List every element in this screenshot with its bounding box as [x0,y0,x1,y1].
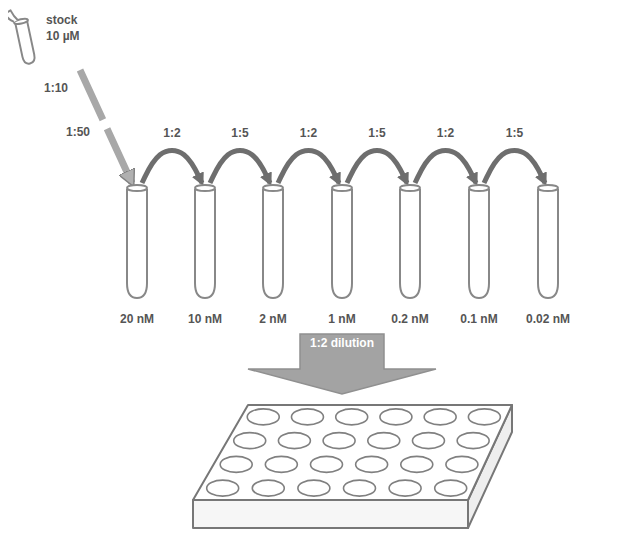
step-ratio: 1:2 [426,125,466,141]
step-ratio: 1:5 [357,125,397,141]
well [207,480,239,496]
dilution-tube: 1 nM [310,183,374,327]
dilution-arrow: 1:2 dilution [247,333,437,395]
well [234,433,266,449]
well [356,456,388,472]
dilution-tube: 0.2 nM [378,183,442,327]
dilution-step-arrow [142,150,202,183]
wells [207,409,501,496]
well [368,433,400,449]
well [247,409,279,425]
well [310,456,342,472]
well [278,433,310,449]
well [298,480,330,496]
well [252,480,284,496]
well [265,456,297,472]
well [343,480,375,496]
well [401,456,433,472]
tube-outline [124,183,150,301]
well [389,480,421,496]
tube-outline [8,6,42,68]
well [435,480,467,496]
dilution-step-arrow [484,150,545,183]
dilution-tube: 2 nM [241,183,305,327]
well [457,433,489,449]
tube-outline [466,183,492,301]
tube-outline [535,183,561,301]
well [412,433,444,449]
stock-label: stock 10 µM [46,12,88,44]
well [336,409,368,425]
tube-outline [397,183,423,301]
concentration-label: 10 nM [188,311,222,327]
dilution-step-arrow [278,150,339,183]
dilution-tube: 10 nM [173,183,237,327]
dilution-step-arrow [415,150,476,183]
concentration-label: 0.1 nM [460,311,497,327]
step-ratio: 1:5 [495,125,535,141]
dilution-tube: 0.02 nM [516,183,580,327]
dilution-tube: 0.1 nM [447,183,511,327]
concentration-label: 2 nM [259,311,286,327]
well [468,409,500,425]
dilution-label: 1:2 dilution [307,336,377,351]
step-ratio: 1:5 [220,125,260,141]
ratio-label: 1:10 [44,80,68,96]
stock-tube: stock 10 µM [6,4,92,70]
well-plate [193,405,512,528]
dilution-step-arrow [347,150,407,183]
well [291,409,323,425]
well [220,456,252,472]
concentration-label: 0.02 nM [526,311,570,327]
dilution-tube: 20 nM [105,183,169,327]
well [446,456,478,472]
well [424,409,456,425]
tube-outline [329,183,355,301]
plate-top [193,405,512,500]
well [323,433,355,449]
ratio-label: 1:50 [66,124,90,140]
well [380,409,412,425]
concentration-label: 0.2 nM [391,311,428,327]
concentration-label: 20 nM [120,311,154,327]
tube-outline [192,183,218,301]
plate-front [193,500,468,528]
step-ratio: 1:2 [289,125,329,141]
tube-outline [260,183,286,301]
dilution-step-arrow [210,150,270,183]
step-ratio: 1:2 [152,125,192,141]
concentration-label: 1 nM [328,311,355,327]
